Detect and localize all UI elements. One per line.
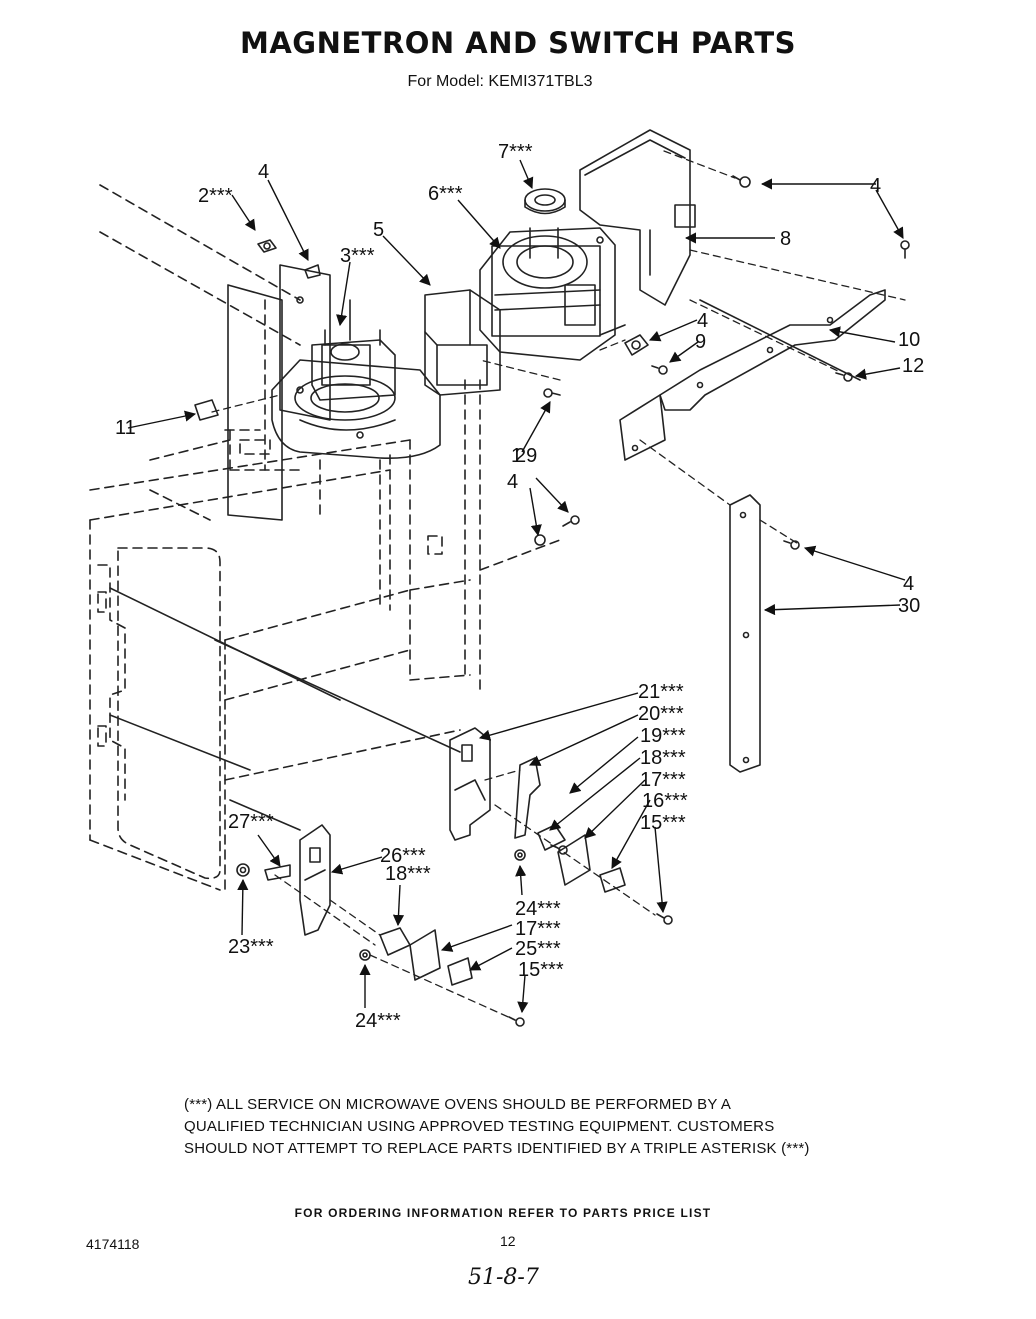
switch-bracket-lower bbox=[299, 824, 331, 936]
part-callout: 4 bbox=[697, 310, 708, 332]
magnetron-gasket bbox=[524, 188, 566, 215]
model-subtitle: For Model: KEMI371TBL3 bbox=[407, 73, 593, 90]
document-number: 4174118 bbox=[86, 1236, 140, 1252]
part-callout: 4 bbox=[258, 161, 269, 183]
lower-interlock-switch bbox=[379, 927, 411, 956]
part-callout: 26*** bbox=[380, 845, 426, 867]
thermal-cutout bbox=[624, 334, 649, 356]
vertical-support-bar bbox=[729, 494, 761, 773]
switch-lever bbox=[514, 757, 541, 839]
part-callout: 24*** bbox=[515, 898, 561, 920]
monitor-switch bbox=[599, 867, 626, 893]
page-number: 12 bbox=[500, 1233, 516, 1249]
part-callout: 15*** bbox=[640, 812, 686, 834]
part-callout: 8 bbox=[780, 228, 791, 250]
note-line: QUALIFIED TECHNICIAN USING APPROVED TEST… bbox=[184, 1118, 775, 1135]
part-callout: 18*** bbox=[640, 747, 686, 769]
part-callout: 18*** bbox=[385, 863, 431, 885]
part-callout: 11 bbox=[115, 417, 136, 439]
part-callout: 30 bbox=[898, 595, 920, 617]
part-callout: 5 bbox=[373, 219, 384, 241]
magnetron bbox=[479, 227, 626, 361]
part-callout: 12 bbox=[902, 355, 924, 377]
mounting-bracket bbox=[619, 289, 886, 461]
part-callout: 6*** bbox=[428, 183, 463, 205]
part-callout: 17*** bbox=[640, 769, 686, 791]
part-callout: 19*** bbox=[640, 725, 686, 747]
door-switch-part-1 bbox=[194, 399, 219, 421]
part-callout: 17*** bbox=[515, 918, 561, 940]
part-callout: 3*** bbox=[340, 245, 375, 267]
part-callout: 21*** bbox=[638, 681, 684, 703]
lower-monitor-switch bbox=[447, 957, 473, 986]
part-callout: 2*** bbox=[198, 185, 233, 207]
part-callout: 4 bbox=[903, 573, 914, 595]
cabinet-frame bbox=[89, 184, 561, 891]
mounting-plate bbox=[227, 264, 331, 521]
part-callout: 1 bbox=[511, 445, 522, 467]
air-guide-duct bbox=[579, 129, 696, 306]
leader-lines bbox=[127, 159, 906, 1014]
service-warning-note: (***) ALL SERVICE ON MICROWAVE OVENS SHO… bbox=[184, 1094, 844, 1160]
handwritten-note: 51-8-7 bbox=[468, 1265, 539, 1290]
part-callout: 7*** bbox=[498, 141, 533, 163]
part-callout: 27*** bbox=[228, 811, 274, 833]
part-callout: 4 bbox=[870, 175, 881, 197]
note-line: (***) ALL SERVICE ON MICROWAVE OVENS SHO… bbox=[184, 1096, 732, 1113]
part-callout: 16*** bbox=[642, 790, 688, 812]
note-line: SHOULD NOT ATTEMPT TO REPLACE PARTS IDEN… bbox=[184, 1140, 810, 1157]
fan-motor-assembly bbox=[271, 299, 441, 460]
part-callout: 20*** bbox=[638, 703, 684, 725]
nuts-and-washers bbox=[236, 239, 546, 961]
part-callout: 23*** bbox=[228, 936, 274, 958]
assembly-paths bbox=[211, 150, 906, 1021]
part-callout: 29 bbox=[515, 445, 537, 467]
switch-actuator bbox=[264, 864, 291, 881]
part-callout: 10 bbox=[898, 329, 920, 351]
part-callout: 4 bbox=[507, 471, 518, 493]
page-title: MAGNETRON AND SWITCH PARTS bbox=[239, 26, 797, 60]
part-callout: 15*** bbox=[518, 959, 564, 981]
part-callout: 25*** bbox=[515, 938, 561, 960]
part-callout: 9 bbox=[695, 331, 706, 353]
part-callout: 24*** bbox=[355, 1010, 401, 1032]
lower-switch-plate bbox=[409, 929, 441, 981]
switch-bracket-upper bbox=[449, 727, 491, 841]
air-duct bbox=[424, 289, 501, 396]
screws bbox=[304, 175, 910, 1027]
ordering-info: FOR ORDERING INFORMATION REFER TO PARTS … bbox=[294, 1206, 712, 1220]
